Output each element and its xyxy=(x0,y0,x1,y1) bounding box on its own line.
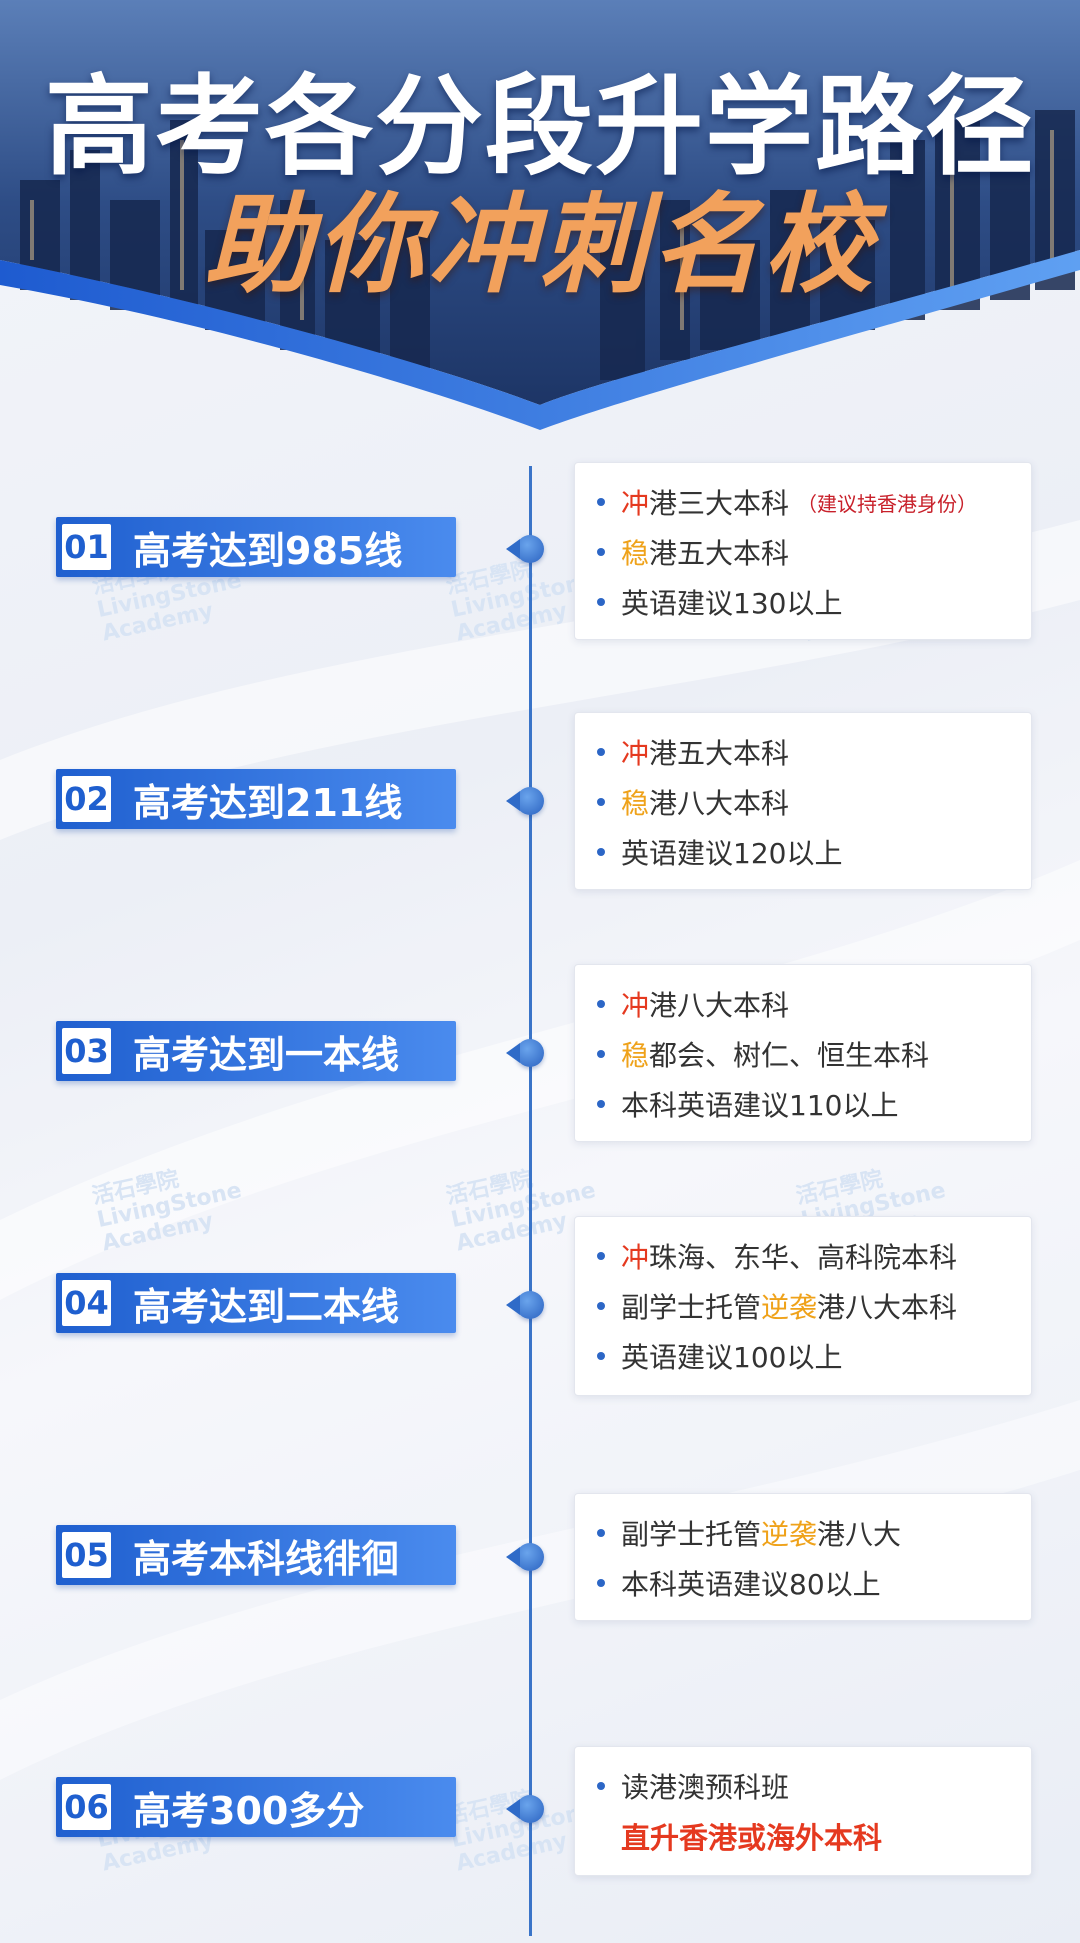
tier-title: 高考达到211线 xyxy=(133,780,403,825)
bullet-icon xyxy=(597,848,605,856)
timeline-axis xyxy=(529,466,532,1936)
bullet-icon xyxy=(597,748,605,756)
list-item: 本科英语建议80以上 xyxy=(597,1558,1031,1608)
tier-number: 01 xyxy=(62,524,111,570)
bullet-icon xyxy=(597,798,605,806)
list-item: 副学士托管逆袭港八大 xyxy=(597,1508,1031,1558)
tier-card-01: 冲港三大本科（建议持香港身份） 稳港五大本科 英语建议130以上 xyxy=(574,462,1032,640)
list-item: 冲珠海、东华、高科院本科 xyxy=(597,1231,1031,1281)
tier-label-01: 01 高考达到985线 xyxy=(56,517,456,577)
tier-number: 06 xyxy=(62,1784,111,1830)
tier-label-03: 03 高考达到一本线 xyxy=(56,1021,456,1081)
sub-title: 助你冲刺名校 xyxy=(203,183,876,308)
timeline-dot xyxy=(516,1795,544,1823)
bullet-icon xyxy=(597,548,605,556)
bullet-icon xyxy=(597,498,605,506)
list-item: 英语建议130以上 xyxy=(597,577,1031,627)
tier-label-02: 02 高考达到211线 xyxy=(56,769,456,829)
bullet-icon xyxy=(597,1000,605,1008)
tier-title: 高考300多分 xyxy=(133,1788,365,1833)
bullet-icon xyxy=(597,1529,605,1537)
list-item: 副学士托管逆袭港八大本科 xyxy=(597,1281,1031,1331)
tier-label-06: 06 高考300多分 xyxy=(56,1777,456,1837)
tier-number: 02 xyxy=(62,776,111,822)
header-banner: 高考各分段升学路径 助你冲刺名校 xyxy=(0,0,1080,440)
tier-title: 高考达到二本线 xyxy=(133,1284,400,1329)
list-item: 稳都会、树仁、恒生本科 xyxy=(597,1029,1031,1079)
main-title: 高考各分段升学路径 xyxy=(44,65,1035,190)
bullet-icon xyxy=(597,1352,605,1360)
tier-number: 03 xyxy=(62,1028,111,1074)
list-item: 冲港三大本科（建议持香港身份） xyxy=(597,477,1031,527)
highlight-text: 直升香港或海外本科 xyxy=(621,1821,883,1855)
tier-label-05: 05 高考本科线徘徊 xyxy=(56,1525,456,1585)
list-item: 读港澳预科班 xyxy=(597,1761,1031,1811)
tier-card-03: 冲港八大本科 稳都会、树仁、恒生本科 本科英语建议110以上 xyxy=(574,964,1032,1142)
tier-title: 高考达到一本线 xyxy=(133,1032,400,1077)
city-skyline-image xyxy=(0,0,1080,430)
list-item: 英语建议100以上 xyxy=(597,1331,1031,1381)
tier-title: 高考达到985线 xyxy=(133,528,403,573)
timeline-dot xyxy=(516,1543,544,1571)
bullet-icon xyxy=(597,598,605,606)
timeline-dot xyxy=(516,1291,544,1319)
tier-title: 高考本科线徘徊 xyxy=(133,1536,400,1581)
list-item: 稳港五大本科 xyxy=(597,527,1031,577)
tier-card-04: 冲珠海、东华、高科院本科 副学士托管逆袭港八大本科 英语建议100以上 xyxy=(574,1216,1032,1396)
tier-number: 05 xyxy=(62,1532,111,1578)
bullet-icon xyxy=(597,1100,605,1108)
bullet-icon xyxy=(597,1782,605,1790)
list-item: 冲港五大本科 xyxy=(597,727,1031,777)
bullet-icon xyxy=(597,1252,605,1260)
timeline-dot xyxy=(516,787,544,815)
tier-card-02: 冲港五大本科 稳港八大本科 英语建议120以上 xyxy=(574,712,1032,890)
tier-number: 04 xyxy=(62,1280,111,1326)
bullet-icon xyxy=(597,1050,605,1058)
bullet-icon xyxy=(597,1579,605,1587)
list-item: 冲港八大本科 xyxy=(597,979,1031,1029)
list-item: 稳港八大本科 xyxy=(597,777,1031,827)
bullet-icon xyxy=(597,1302,605,1310)
list-item: 英语建议120以上 xyxy=(597,827,1031,877)
timeline-dot xyxy=(516,1039,544,1067)
tier-label-04: 04 高考达到二本线 xyxy=(56,1273,456,1333)
timeline-dot xyxy=(516,535,544,563)
tier-card-05: 副学士托管逆袭港八大 本科英语建议80以上 xyxy=(574,1493,1032,1621)
list-item: 本科英语建议110以上 xyxy=(597,1079,1031,1129)
tier-card-06: 读港澳预科班 直升香港或海外本科 xyxy=(574,1746,1032,1876)
